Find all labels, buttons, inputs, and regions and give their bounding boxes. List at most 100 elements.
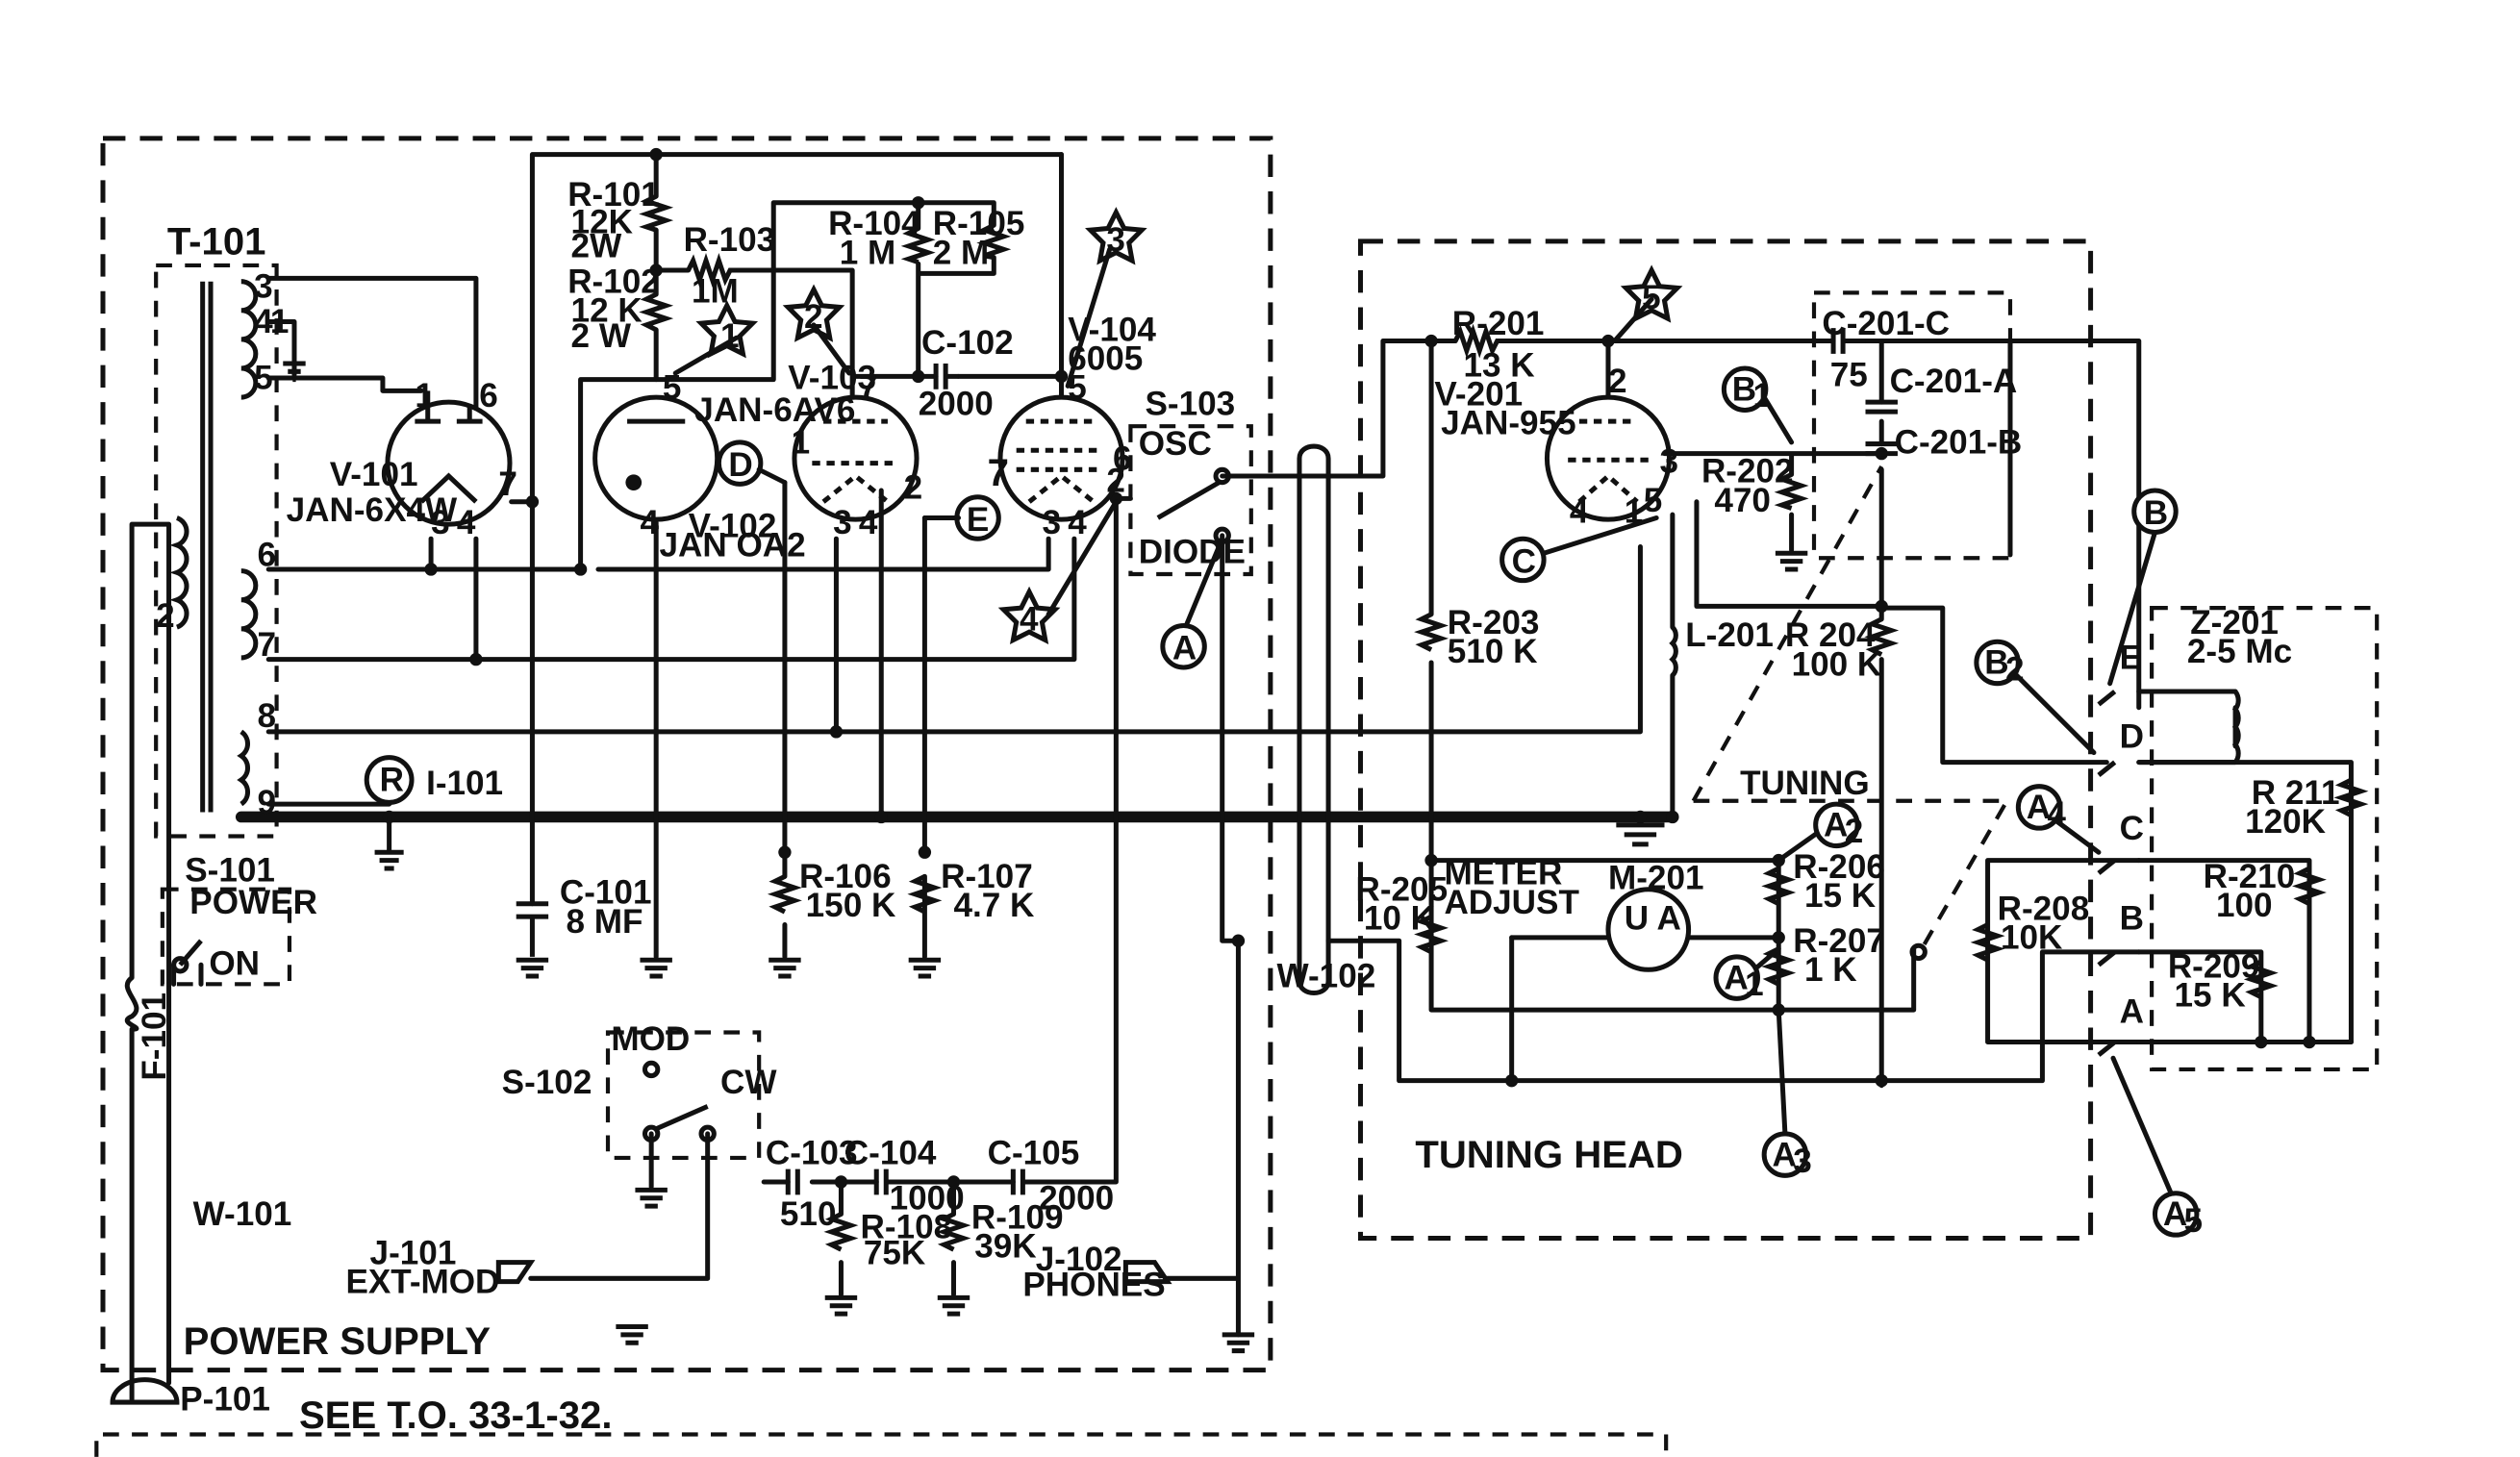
label-p101: P-101 bbox=[180, 1380, 270, 1418]
lamp-i101 bbox=[364, 755, 415, 805]
pin-t4: 4 bbox=[254, 303, 273, 340]
resistor-r201 bbox=[1452, 323, 1510, 359]
pin-v101-7: 7 bbox=[498, 465, 517, 503]
star-marker-2: 2 bbox=[782, 284, 845, 342]
label-v103-type: JAN-6AV6 bbox=[694, 391, 855, 429]
pin-v101-4: 4 bbox=[457, 504, 476, 541]
marker-a5-sub: 5 bbox=[2184, 1202, 2204, 1240]
pin-t8: 8 bbox=[258, 697, 277, 735]
capacitor-c105 bbox=[1010, 1168, 1117, 1195]
marker-a1-label: A bbox=[1724, 959, 1748, 996]
label-r208-val: 10K bbox=[2001, 919, 2063, 957]
tuning-head-border bbox=[1357, 239, 2094, 1242]
s102-border bbox=[605, 1030, 762, 1161]
power-supply-border bbox=[100, 136, 1273, 1373]
star-marker-2-label: 2 bbox=[804, 298, 823, 336]
label-r101-val: 12K bbox=[571, 204, 634, 241]
label-r104: R-104 bbox=[828, 205, 920, 242]
label-w102: W-102 bbox=[1277, 958, 1376, 995]
wiring bbox=[129, 152, 2354, 1402]
label-s101: S-101 bbox=[185, 851, 275, 889]
label-r203-val: 510 K bbox=[1448, 633, 1538, 670]
pin-t7: 7 bbox=[258, 626, 277, 664]
circle-markers: D E A C B B 1 B 2 A 1 A 2 A 3 A 4 A 5 bbox=[716, 365, 2204, 1240]
tube-v201 bbox=[1544, 394, 1673, 522]
label-c105-val: 2000 bbox=[1039, 1179, 1114, 1217]
label-c105: C-105 bbox=[988, 1135, 1080, 1172]
label-r206-val: 15 K bbox=[1804, 877, 1877, 915]
meter-m201 bbox=[1605, 887, 1692, 972]
label-s101-power: POWER bbox=[189, 884, 317, 921]
label-meter-adjust-2: ADJUST bbox=[1444, 884, 1579, 921]
marker-b-label: B bbox=[2144, 494, 2168, 532]
resistor-r211 bbox=[2333, 777, 2369, 818]
star-marker-3: 3 bbox=[1085, 207, 1147, 265]
label-l201: L-201 bbox=[1685, 616, 1774, 654]
label-c103: C-103 bbox=[766, 1135, 858, 1172]
pin-v101-1: 1 bbox=[415, 377, 434, 414]
resistor-r104 bbox=[900, 226, 936, 265]
label-v104: V-104 bbox=[1068, 312, 1156, 349]
label-r204-val: 100 K bbox=[1792, 645, 1882, 683]
pin-v103-2: 2 bbox=[904, 468, 923, 506]
label-switch-a: A bbox=[2120, 992, 2144, 1030]
star-marker-4-label: 4 bbox=[1020, 601, 1039, 639]
marker-b1-label: B bbox=[1732, 370, 1756, 408]
label-power-supply: POWER SUPPLY bbox=[184, 1319, 491, 1363]
label-r208: R-208 bbox=[1998, 890, 2090, 927]
label-v201-type: JAN-955 bbox=[1441, 405, 1576, 442]
label-v103: V-103 bbox=[788, 360, 876, 397]
label-z201-val: 2-5 Mc bbox=[2187, 633, 2292, 670]
s101-border bbox=[160, 887, 292, 987]
passive-components bbox=[124, 193, 2369, 1252]
pin-t6: 6 bbox=[258, 537, 277, 574]
marker-a-label: A bbox=[1172, 630, 1197, 667]
label-c201c: C-201-C bbox=[1822, 305, 1950, 342]
label-c103-val: 510 bbox=[780, 1195, 837, 1233]
label-switch-d: D bbox=[2120, 718, 2144, 756]
label-r101: R-101 bbox=[567, 176, 660, 214]
label-meter-ua: U A bbox=[1625, 899, 1681, 937]
resistor-r102 bbox=[639, 291, 674, 333]
label-r207-val: 1 K bbox=[1804, 951, 1857, 989]
capacitor-c201b bbox=[1865, 441, 1898, 457]
capacitor-c103 bbox=[785, 1168, 800, 1195]
label-c201b: C-201-B bbox=[1895, 424, 2023, 462]
label-w101: W-101 bbox=[193, 1195, 292, 1233]
star-marker-1: 1 bbox=[695, 300, 759, 359]
label-r202: R-202 bbox=[1701, 453, 1794, 490]
pin-t9: 9 bbox=[258, 784, 277, 821]
label-switch-b: B bbox=[2120, 899, 2144, 937]
pin-v103-1: 1 bbox=[792, 424, 811, 462]
label-r209-val: 15 K bbox=[2175, 977, 2247, 1015]
marker-d-label: D bbox=[728, 446, 752, 484]
resistor-r208 bbox=[1970, 922, 2005, 963]
label-r107: R-107 bbox=[941, 858, 1033, 895]
label-f101: F-101 bbox=[136, 992, 173, 1081]
label-r201-val: 13 K bbox=[1464, 346, 1536, 384]
pin-v102-5: 5 bbox=[663, 369, 682, 407]
marker-e-label: E bbox=[967, 501, 989, 539]
capacitor-c102 bbox=[933, 363, 959, 389]
marker-a2-sub: 2 bbox=[1845, 813, 1864, 850]
label-r204: R 204 bbox=[1785, 616, 1876, 654]
pin-v104-6: 6 bbox=[1113, 440, 1132, 477]
enclosure-borders bbox=[94, 136, 2380, 1457]
marker-a4-label: A bbox=[2027, 789, 2051, 826]
label-v102-type: JAN OA2 bbox=[660, 527, 806, 565]
label-tuning-head: TUNING HEAD bbox=[1415, 1133, 1683, 1176]
pin-v103-7: 7 bbox=[859, 369, 878, 407]
label-c101-val: 8 MF bbox=[567, 903, 643, 941]
tuning-linkage bbox=[1691, 465, 2011, 950]
pin-v103-3: 3 bbox=[833, 504, 852, 541]
pin-v201-1: 1 bbox=[1625, 492, 1644, 530]
label-v104-type: 6005 bbox=[1068, 340, 1143, 378]
label-c201c-val: 75 bbox=[1830, 356, 1868, 393]
label-r211: R 211 bbox=[2252, 774, 2340, 812]
label-s103: S-103 bbox=[1145, 385, 1235, 422]
coil-l201 bbox=[1669, 625, 1678, 678]
marker-a3-sub: 3 bbox=[1793, 1143, 1812, 1180]
marker-b2-label: B bbox=[1984, 644, 2008, 682]
pin-v201-5: 5 bbox=[1644, 482, 1663, 519]
label-r107-val: 4.7 K bbox=[953, 887, 1035, 924]
